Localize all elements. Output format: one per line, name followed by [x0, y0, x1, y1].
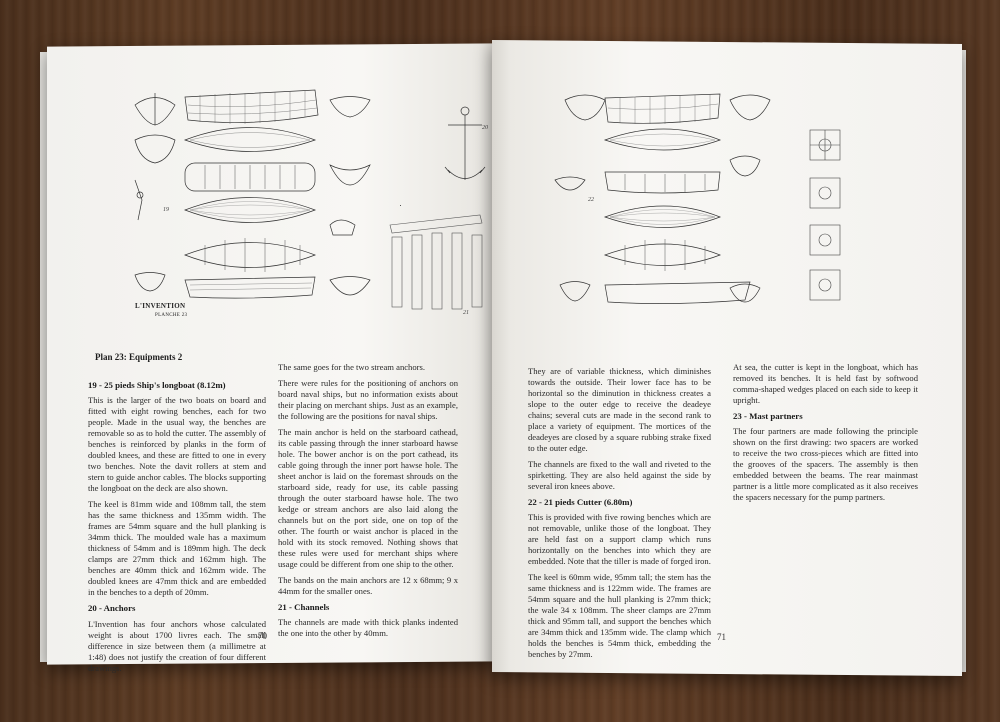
paragraph: The channels are fixed to the wall and r… — [528, 459, 711, 491]
left-page-column-1: 19 - 25 pieds Ship's longboat (8.12m) Th… — [88, 376, 266, 679]
left-page-column-2: The same goes for the two stream anchors… — [278, 362, 458, 644]
paragraph: The four partners are made following the… — [733, 426, 918, 503]
paragraph: The keel is 60mm wide, 95mm tall; the st… — [528, 572, 711, 660]
figure-number-21: 21 — [463, 310, 469, 316]
paragraph: The channels are made with thick planks … — [278, 617, 458, 639]
left-page-technical-drawing — [134, 89, 486, 310]
section-heading-cutter: 22 - 21 pieds Cutter (6.80m) — [528, 497, 633, 507]
right-page-column-2: At sea, the cutter is kept in the longbo… — [733, 362, 918, 508]
plate-caption: L'INVENTION — [135, 302, 186, 310]
paragraph: This is the larger of the two boats on b… — [88, 395, 266, 494]
right-page-technical-drawing — [554, 93, 841, 304]
right-page-column-1: They are of variable thickness, which di… — [528, 366, 711, 665]
page-number-right: 71 — [717, 632, 726, 642]
paragraph: They are of variable thickness, which di… — [528, 366, 711, 453]
paragraph: The bands on the main anchors are 12 x 6… — [278, 575, 458, 596]
page-number-left: 70 — [258, 631, 267, 641]
paragraph: The same goes for the two stream anchors… — [278, 362, 426, 372]
section-heading-channels: 21 - Channels — [278, 602, 330, 612]
section-heading-mast-partners: 23 - Mast partners — [733, 411, 803, 421]
section-heading-longboat: 19 - 25 pieds Ship's longboat (8.12m) — [88, 380, 226, 390]
paragraph: The keel is 81mm wide and 108mm tall, th… — [88, 499, 266, 598]
paragraph: At sea, the cutter is kept in the longbo… — [733, 362, 918, 405]
paragraph: This is provided with five rowing benche… — [528, 512, 711, 567]
left-page-stack — [40, 52, 50, 662]
right-page-stack — [958, 50, 966, 672]
paragraph: L'Invention has four anchors whose calcu… — [88, 618, 266, 673]
paragraph: The main anchor is held on the starboard… — [278, 427, 458, 569]
section-heading-anchors: 20 - Anchors — [88, 603, 136, 614]
figure-number-22: 22 — [588, 197, 594, 203]
figure-number-19: 19 — [163, 207, 169, 213]
figure-number-20: 20 — [482, 125, 488, 131]
plate-number: PLANCHE 23 — [155, 313, 188, 318]
paragraph: There were rules for the positioning of … — [278, 378, 458, 421]
plan-title: Plan 23: Equipments 2 — [95, 352, 183, 362]
